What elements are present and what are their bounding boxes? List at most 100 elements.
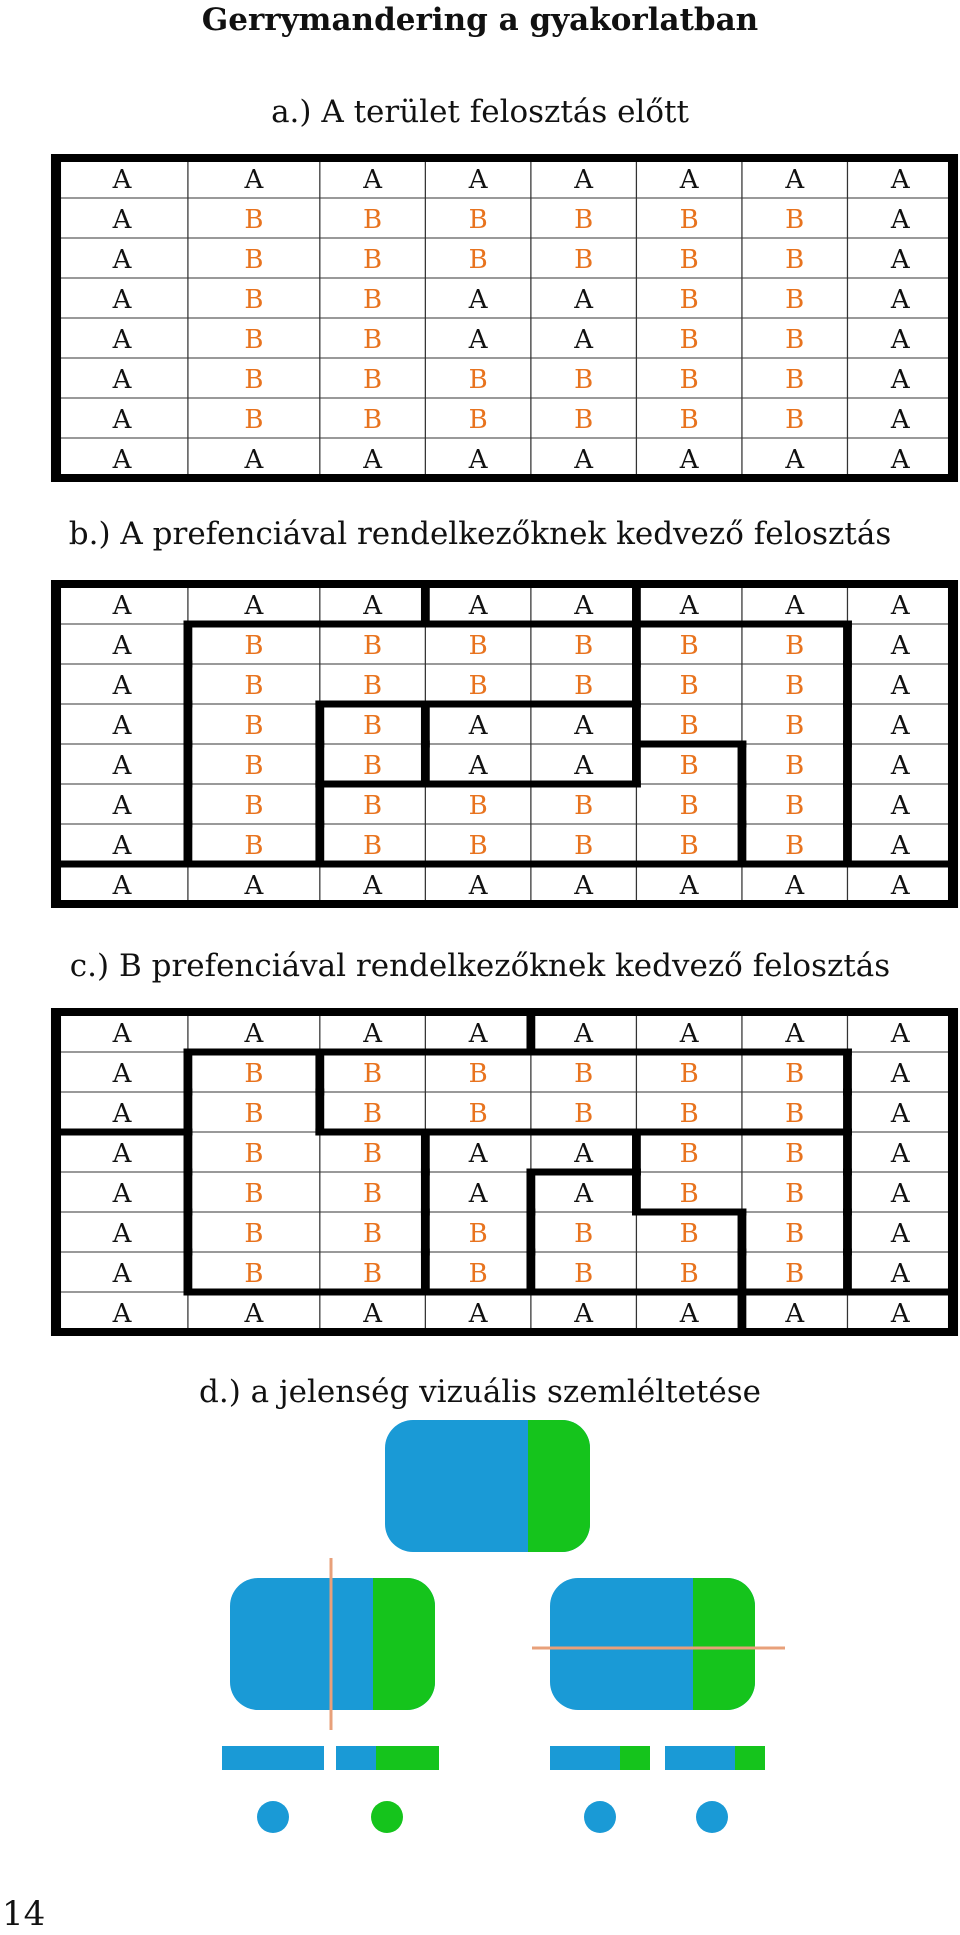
left-bar-1 [222, 1746, 324, 1770]
cell-letter-b: B [680, 1219, 699, 1249]
cell-letter-b: B [680, 711, 699, 741]
cell-letter-a: A [679, 445, 700, 475]
cell-letter-a: A [112, 1259, 133, 1289]
right-block [532, 1578, 785, 1710]
cell-letter-a: A [112, 1299, 133, 1329]
cell-letter-b: B [363, 1179, 382, 1209]
cell-letter-a: A [573, 591, 594, 621]
cell-letter-b: B [244, 205, 263, 235]
cell-letter-a: A [890, 671, 911, 701]
cell-letter-b: B [363, 631, 382, 661]
cell-letter-a: A [243, 445, 264, 475]
gerrymandering-illustration [222, 1420, 785, 1833]
cell-letter-b: B [574, 1219, 593, 1249]
left-bar-2-green [376, 1746, 439, 1770]
cell-letter-a: A [890, 365, 911, 395]
cell-letter-a: A [784, 165, 805, 195]
cell-letter-b: B [785, 751, 804, 781]
cell-letter-a: A [784, 1299, 805, 1329]
cell-letter-a: A [112, 671, 133, 701]
cell-letter-b: B [363, 751, 382, 781]
cell-letter-a: A [362, 591, 383, 621]
cell-letter-b: B [680, 285, 699, 315]
cell-letter-a: A [784, 591, 805, 621]
cell-letter-a: A [890, 591, 911, 621]
cell-letter-a: A [890, 445, 911, 475]
cell-letter-b: B [574, 1259, 593, 1289]
cell-letter-b: B [469, 1059, 488, 1089]
cell-letter-a: A [468, 1139, 489, 1169]
right-bar-2-green [735, 1746, 765, 1770]
cell-letter-a: A [890, 1099, 911, 1129]
cell-letter-a: A [890, 1139, 911, 1169]
cell-letter-a: A [112, 711, 133, 741]
cell-letter-a: A [112, 1179, 133, 1209]
cell-letter-b: B [680, 1259, 699, 1289]
cell-letter-a: A [573, 711, 594, 741]
page-title: Gerrymandering a gyakorlatban [201, 2, 759, 38]
cell-letter-a: A [890, 165, 911, 195]
right-dot-2 [696, 1801, 728, 1833]
cell-letter-a: A [890, 325, 911, 355]
cell-letter-b: B [785, 1059, 804, 1089]
cell-letter-b: B [363, 1259, 382, 1289]
cell-letter-b: B [785, 1139, 804, 1169]
cell-letter-b: B [680, 245, 699, 275]
cell-letter-a: A [112, 165, 133, 195]
cell-letter-b: B [469, 631, 488, 661]
cell-letter-a: A [468, 711, 489, 741]
cell-letter-b: B [469, 245, 488, 275]
cell-letter-a: A [112, 831, 133, 861]
cell-letter-a: A [573, 445, 594, 475]
cell-letter-b: B [680, 1179, 699, 1209]
cell-letter-b: B [785, 1219, 804, 1249]
cell-letter-b: B [363, 205, 382, 235]
cell-letter-a: A [573, 285, 594, 315]
cell-letter-b: B [244, 1139, 263, 1169]
cell-letter-b: B [785, 831, 804, 861]
cell-letter-b: B [363, 245, 382, 275]
cell-letter-b: B [363, 671, 382, 701]
cell-letter-b: B [785, 325, 804, 355]
cell-letter-a: A [890, 631, 911, 661]
cell-letter-b: B [469, 1259, 488, 1289]
cell-letter-a: A [573, 1019, 594, 1049]
cell-letter-b: B [244, 1179, 263, 1209]
cell-letter-a: A [890, 831, 911, 861]
cell-letter-a: A [362, 1299, 383, 1329]
cell-letter-b: B [363, 325, 382, 355]
cell-letter-a: A [362, 1019, 383, 1049]
page-number: 14 [2, 1894, 46, 1934]
cell-letter-a: A [890, 751, 911, 781]
cell-letter-a: A [243, 1019, 264, 1049]
cell-letter-b: B [244, 751, 263, 781]
cell-letter-b: B [680, 205, 699, 235]
cell-letter-a: A [112, 1099, 133, 1129]
cell-letter-b: B [680, 1139, 699, 1169]
right-block-green [693, 1578, 755, 1710]
cell-letter-b: B [363, 405, 382, 435]
cell-letter-b: B [363, 1219, 382, 1249]
cell-letter-b: B [469, 671, 488, 701]
grid-frame [50, 1008, 959, 1336]
cell-letter-b: B [363, 711, 382, 741]
cell-letter-a: A [890, 1299, 911, 1329]
cell-letter-a: A [112, 1139, 133, 1169]
cell-letter-b: B [244, 671, 263, 701]
cell-letter-b: B [680, 325, 699, 355]
cell-letter-b: B [574, 365, 593, 395]
cell-letter-a: A [112, 445, 133, 475]
left-bar-2-blue [336, 1746, 376, 1770]
right-dot-1 [584, 1801, 616, 1833]
cell-letter-b: B [574, 405, 593, 435]
cell-letter-b: B [244, 1219, 263, 1249]
cell-letter-a: A [890, 1179, 911, 1209]
cell-letter-a: A [112, 1219, 133, 1249]
cell-letter-b: B [574, 245, 593, 275]
